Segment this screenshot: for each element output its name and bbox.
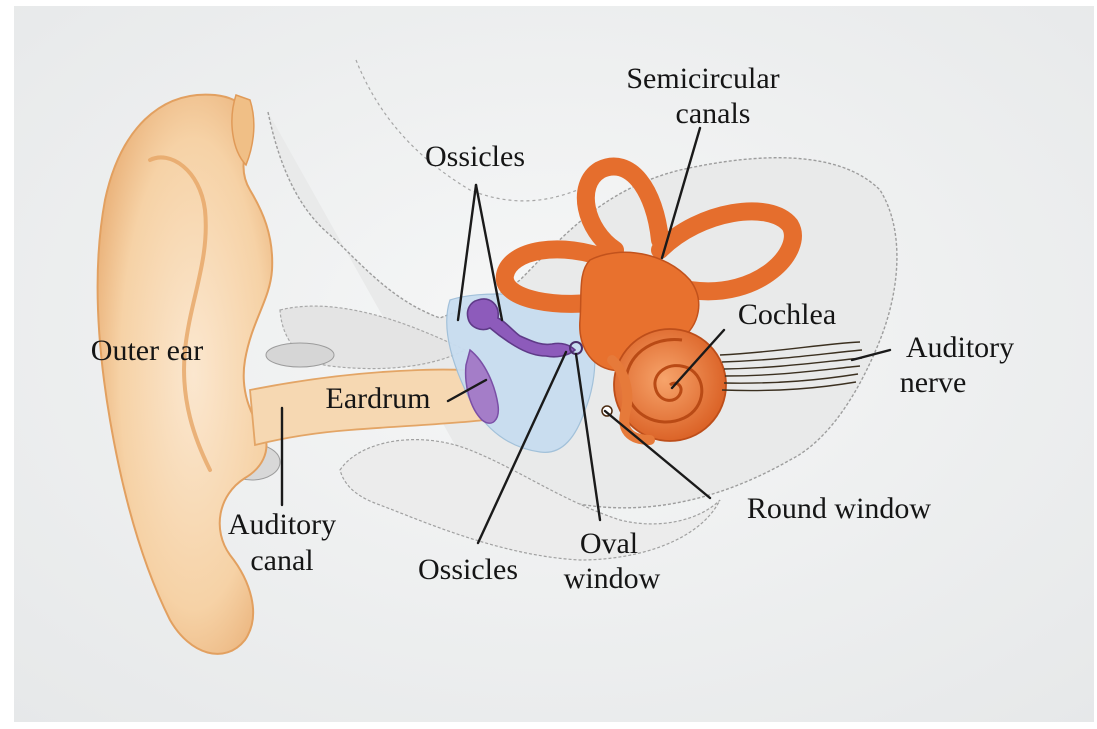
label-auditory-canal-1: Auditory xyxy=(228,508,336,541)
label-ossicles-top: Ossicles xyxy=(425,140,525,173)
bone-cavity-1 xyxy=(266,343,334,367)
label-auditory-canal-2: canal xyxy=(250,544,313,577)
label-oval: Oval xyxy=(580,527,638,560)
label-window: window xyxy=(564,562,661,595)
label-ossicles-bottom: Ossicles xyxy=(418,553,518,586)
label-eardrum: Eardrum xyxy=(326,382,431,415)
label-auditory-nerve-2: nerve xyxy=(900,366,967,399)
label-round-window: Round window xyxy=(747,492,932,525)
label-semicircular: Semicircular xyxy=(626,62,779,95)
label-cochlea: Cochlea xyxy=(738,298,836,331)
label-auditory-nerve-1: Auditory xyxy=(906,331,1014,364)
label-outer-ear: Outer ear xyxy=(91,334,203,367)
label-canals: canals xyxy=(676,97,751,130)
